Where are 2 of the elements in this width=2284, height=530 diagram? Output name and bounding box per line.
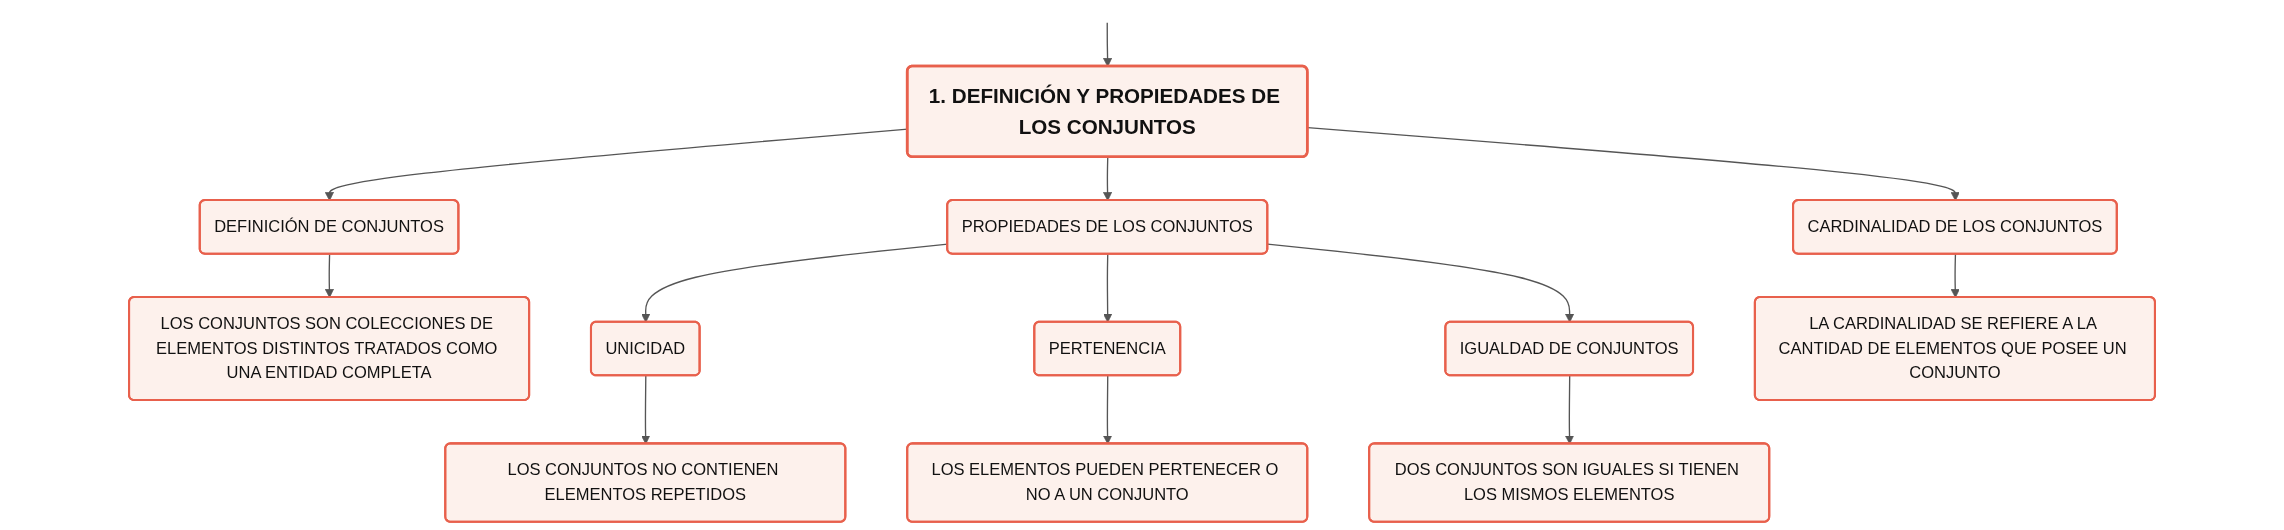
arrow [1103,156,1113,201]
arrow [1307,127,1960,201]
